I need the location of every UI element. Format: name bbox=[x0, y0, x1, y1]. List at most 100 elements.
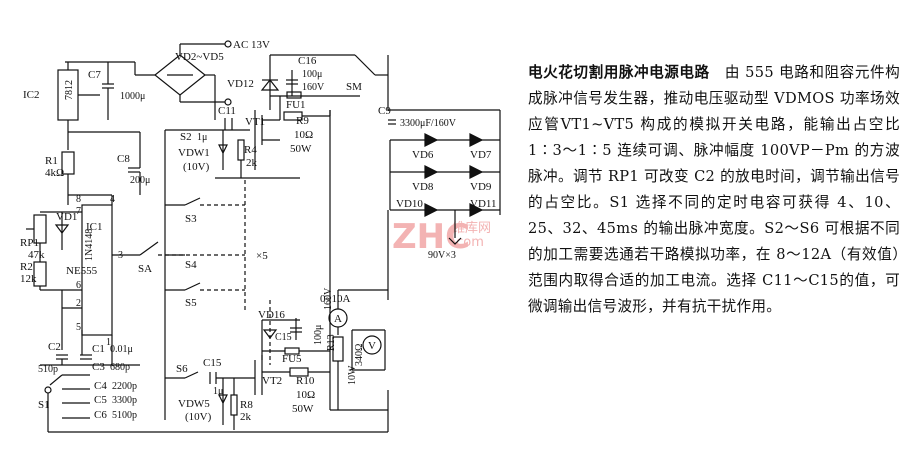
r10-label: R10 bbox=[296, 375, 315, 387]
watermark-site: 维库网 bbox=[452, 220, 491, 236]
c4-value: 2200p bbox=[112, 381, 137, 392]
vd10-diode bbox=[424, 203, 439, 217]
in4148-label: 1N4148 bbox=[84, 229, 95, 261]
r10-value2: 50W bbox=[292, 403, 314, 415]
ne555-label: NE555 bbox=[66, 265, 98, 277]
vt2-label: VT2 bbox=[262, 375, 282, 387]
pin2-label: 2 bbox=[76, 298, 81, 309]
vd12-label: VD12 bbox=[227, 78, 254, 90]
x5-label: ×5 bbox=[256, 250, 268, 262]
r8-value: 2k bbox=[240, 411, 252, 423]
r2-label: R2 bbox=[20, 261, 33, 273]
fu1-label: FU1 bbox=[286, 99, 306, 111]
description-body: 由 555 电路和阻容元件构成脉冲信号发生器，推动电压驱动型 VDMOS 功率场… bbox=[528, 64, 900, 315]
c5-value: 3300p bbox=[112, 395, 137, 406]
c16-value2: 160V bbox=[302, 82, 325, 93]
r13-value: 340Ω bbox=[354, 344, 365, 366]
fu5-label: FU5 bbox=[282, 353, 302, 365]
vd8-diode bbox=[424, 165, 439, 179]
c7-label: C7 bbox=[88, 69, 101, 81]
c16-label: C16 bbox=[298, 55, 317, 67]
c15-value: 1μ bbox=[213, 386, 223, 397]
vd6-label: VD6 bbox=[412, 149, 434, 161]
fu1-fuse bbox=[286, 91, 302, 99]
vd2-label: VD2~VD5 bbox=[175, 51, 224, 63]
pin8-label: 8 bbox=[76, 194, 81, 205]
vd8-label: VD8 bbox=[412, 181, 434, 193]
reg-label: 7812 bbox=[64, 80, 75, 100]
c16-value1: 100μ bbox=[302, 69, 322, 80]
r13-label: R13 bbox=[326, 334, 337, 351]
c9-value: 3300μF/160V bbox=[400, 118, 457, 129]
watermark-logo: ZHC bbox=[392, 217, 470, 257]
c5-label: C5 bbox=[94, 394, 107, 406]
c3-label: C3 bbox=[92, 361, 105, 373]
sa-label: SA bbox=[138, 263, 152, 275]
ic1-ne555 bbox=[81, 204, 113, 336]
s1-switch-pivot bbox=[44, 386, 52, 394]
s4-label: S4 bbox=[185, 259, 197, 271]
vd1-label: VD1 bbox=[56, 211, 77, 223]
vd11-diode bbox=[469, 203, 484, 217]
pulse-power-supply-schematic: ZHC 维库网 .com AC 13V VD2~VD5 IC2 7812 C7 … bbox=[20, 39, 501, 433]
s3-label: S3 bbox=[185, 213, 197, 225]
ac-terminal-bottom bbox=[224, 98, 232, 106]
description-title: 电火花切割用脉冲电源电路 bbox=[528, 64, 710, 81]
c15-label: C15 bbox=[203, 357, 222, 369]
voltmeter-symbol: V bbox=[368, 340, 376, 352]
r1-label: R1 bbox=[45, 155, 58, 167]
r4-label: R4 bbox=[244, 144, 257, 156]
c2-value: 510p bbox=[38, 364, 58, 375]
c15-cap-voltage: 160V bbox=[323, 287, 334, 310]
vdw1-value: (10V) bbox=[183, 161, 210, 173]
c6-value: 5100p bbox=[112, 410, 137, 421]
ammeter-symbol: A bbox=[334, 313, 342, 325]
r8-label: R8 bbox=[240, 399, 253, 411]
vd7-label: VD7 bbox=[470, 149, 492, 161]
pin1-label: 1 bbox=[106, 337, 111, 348]
ac-terminal-top bbox=[224, 40, 232, 48]
vdw1-label: VDW1 bbox=[178, 147, 210, 159]
ic1-label: IC1 bbox=[86, 221, 103, 233]
r13-watt: 10W bbox=[347, 365, 358, 385]
r2-value: 12k bbox=[20, 273, 37, 285]
vd10-label: VD10 bbox=[396, 198, 423, 210]
pin6-label: 6 bbox=[76, 280, 81, 291]
vd12-diode bbox=[260, 79, 280, 91]
rp1-value: 47k bbox=[28, 249, 45, 261]
vd11-label: VD11 bbox=[470, 198, 496, 210]
voltmeter bbox=[362, 335, 382, 355]
c9-label: C9 bbox=[378, 105, 391, 117]
rp1-label: RP1 bbox=[20, 237, 39, 249]
vd16-label: VD16 bbox=[258, 309, 285, 321]
c1-label: C1 bbox=[92, 343, 105, 355]
vd6-diode bbox=[424, 133, 439, 147]
ammeter-range: 0~10A bbox=[320, 293, 350, 305]
vdw5-value: (10V) bbox=[185, 411, 212, 423]
circuit-description: 电火花切割用脉冲电源电路 由 555 电路和阻容元件构成脉冲信号发生器，推动电压… bbox=[528, 60, 900, 320]
vd9-label: VD9 bbox=[470, 181, 492, 193]
r9-value1: 10Ω bbox=[294, 129, 313, 141]
s6-label: S6 bbox=[176, 363, 188, 375]
r9-label: R9 bbox=[296, 115, 309, 127]
c3-value: 680p bbox=[110, 362, 130, 373]
vd-note: 90V×3 bbox=[428, 250, 456, 261]
ic2-label: IC2 bbox=[23, 89, 40, 101]
s5-label: S5 bbox=[185, 297, 197, 309]
vd9-diode bbox=[469, 165, 484, 179]
c1-value: 0.01μ bbox=[110, 344, 133, 355]
c6-label: C6 bbox=[94, 409, 107, 421]
c15-cap-value: 100μ bbox=[313, 325, 324, 345]
c2-label: C2 bbox=[48, 341, 61, 353]
sm-label: SM bbox=[346, 81, 362, 93]
c11-label: C11 bbox=[218, 105, 236, 117]
r10-value1: 10Ω bbox=[296, 389, 315, 401]
c7-value: 1000μ bbox=[120, 91, 145, 102]
s1-label: S1 bbox=[38, 399, 50, 411]
s2-label: S2 bbox=[180, 131, 192, 143]
r4-value: 2k bbox=[246, 157, 258, 169]
c4-label: C4 bbox=[94, 380, 107, 392]
vdw5-label: VDW5 bbox=[178, 398, 210, 410]
c15-label-2: C15 bbox=[275, 332, 292, 343]
r9-value2: 50W bbox=[290, 143, 312, 155]
